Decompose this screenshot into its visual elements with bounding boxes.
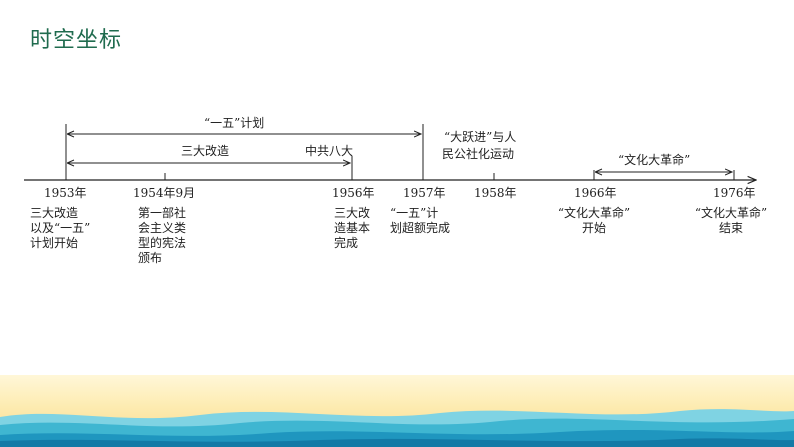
event-1976-line2: 结束	[676, 221, 786, 236]
event-1957-line1: “一五”计	[390, 206, 480, 221]
event-1954-line1: 第一部社	[138, 206, 208, 221]
label-great-leap-2: 民公社化运动	[442, 146, 514, 162]
event-1953-line2: 以及“一五”	[30, 221, 130, 236]
year-1957: 1957年	[403, 184, 446, 201]
event-1954: 第一部社 会主义类 型的宪法 颁布	[138, 206, 208, 266]
event-1976-line1: “文化大革命”	[676, 206, 786, 221]
event-1966-line2: 开始	[539, 221, 649, 236]
event-1956-line3: 完成	[334, 236, 384, 251]
label-great-leap-1: “大跃进”与人	[444, 129, 516, 145]
year-1956: 1956年	[332, 184, 375, 201]
event-1966: “文化大革命” 开始	[539, 206, 649, 236]
event-1953-line3: 计划开始	[30, 236, 130, 251]
event-1956-line1: 三大改	[334, 206, 384, 221]
wave-decoration	[0, 403, 794, 447]
event-1956-line2: 造基本	[334, 221, 384, 236]
year-1958: 1958年	[474, 184, 517, 201]
decorative-footer	[0, 375, 794, 447]
event-1954-line4: 颁布	[138, 251, 208, 266]
year-1966: 1966年	[574, 184, 617, 201]
year-1953: 1953年	[44, 184, 87, 201]
event-1966-line1: “文化大革命”	[539, 206, 649, 221]
event-1954-line2: 会主义类	[138, 221, 208, 236]
event-1954-line3: 型的宪法	[138, 236, 208, 251]
event-1956: 三大改 造基本 完成	[334, 206, 384, 251]
event-1953: 三大改造 以及“一五” 计划开始	[30, 206, 130, 251]
event-1976: “文化大革命” 结束	[676, 206, 786, 236]
label-cultural-revolution: “文化大革命”	[618, 152, 690, 168]
event-1957: “一五”计 划超额完成	[390, 206, 480, 236]
label-three-transformations: 三大改造	[181, 143, 229, 159]
label-eighth-congress: 中共八大	[305, 143, 353, 159]
label-yiwu-plan: “一五”计划	[204, 115, 264, 131]
year-1976: 1976年	[713, 184, 756, 201]
event-1957-line2: 划超额完成	[390, 221, 480, 236]
year-1954: 1954年9月	[133, 184, 195, 201]
event-1953-line1: 三大改造	[30, 206, 130, 221]
